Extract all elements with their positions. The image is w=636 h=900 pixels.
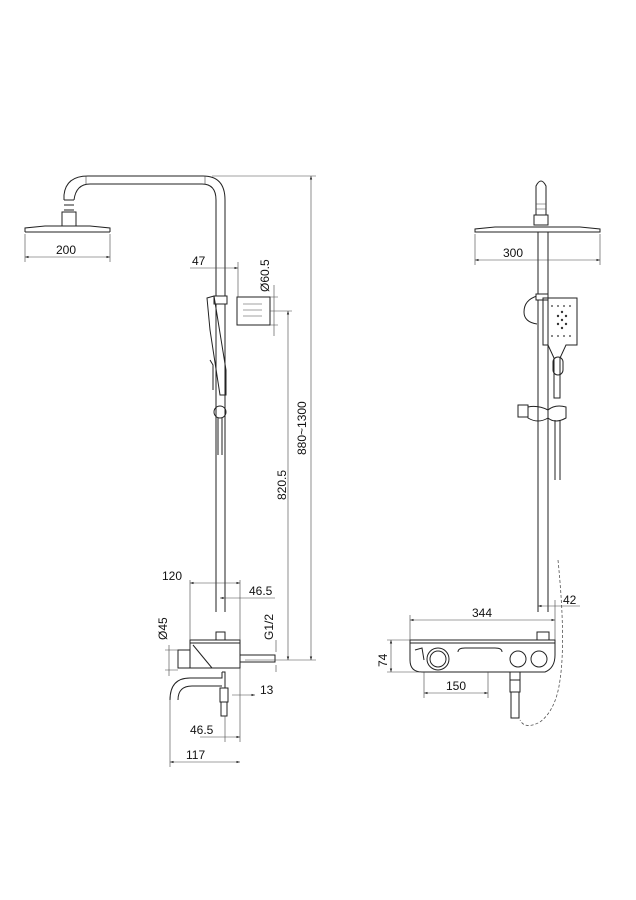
dim-side-pole-offset: 42 [538, 593, 580, 608]
dim-label: 200 [56, 243, 76, 257]
side-riser-pole [523, 232, 549, 612]
dim-bracket-diameter: Ø60.5 [258, 259, 278, 336]
rain-shower-head [24, 199, 111, 233]
dim-inlet-thread: G1/2 [262, 614, 277, 672]
side-slide-holder [517, 404, 567, 480]
dim-nut-diameter: Ø45 [156, 617, 178, 676]
dim-bracket-height: 820.5 [270, 310, 292, 660]
temperature-knob [426, 647, 450, 671]
dim-label: 46.5 [249, 584, 273, 598]
riser-pole [213, 200, 271, 612]
dim-label: 300 [503, 246, 523, 260]
flow-knob [509, 650, 527, 668]
dim-label: 13 [260, 683, 274, 697]
shower-arm [63, 175, 226, 201]
dim-label: 344 [472, 606, 492, 620]
dim-inlet-offset: 13 [232, 683, 274, 697]
dim-arm-offset: 47 [190, 254, 239, 297]
thermostatic-panel [409, 559, 563, 726]
dim-label: 120 [162, 569, 182, 583]
side-hand-shower [542, 297, 578, 399]
side-view: 300 344 42 74 150 [376, 180, 601, 726]
dim-label: 47 [192, 254, 206, 268]
dim-spout-length: 117 [169, 700, 240, 767]
dim-label: 42 [563, 593, 577, 607]
dim-label: G1/2 [262, 614, 276, 640]
diverter-knob [530, 650, 548, 668]
dim-spout-offset: 46.5 [190, 668, 241, 742]
bath-mixer [169, 631, 276, 717]
dim-mixer-width: 120 [162, 569, 241, 640]
hand-shower [206, 295, 227, 455]
dim-label: 880~1300 [295, 401, 309, 455]
front-view: 200 47 Ø60.5 880~1300 820.5 120 46 [24, 175, 316, 767]
dim-label: 820.5 [275, 470, 289, 500]
dim-label: 150 [446, 679, 466, 693]
dim-label: 46.5 [190, 723, 214, 737]
dim-pole-offset: 46.5 [220, 584, 275, 600]
dim-total-height: 880~1300 [212, 175, 316, 661]
dim-label: Ø45 [156, 617, 170, 640]
dim-panel-height: 74 [376, 639, 420, 673]
dim-panel-inner: 150 [423, 672, 489, 698]
dim-panel-width: 344 [409, 600, 556, 640]
side-rain-shower-head [474, 180, 601, 233]
dim-label: 117 [186, 748, 205, 762]
dim-label: 74 [376, 653, 390, 667]
dim-head-width: 200 [24, 234, 111, 262]
dim-side-head-width: 300 [474, 234, 601, 265]
dim-label: Ø60.5 [258, 259, 272, 292]
